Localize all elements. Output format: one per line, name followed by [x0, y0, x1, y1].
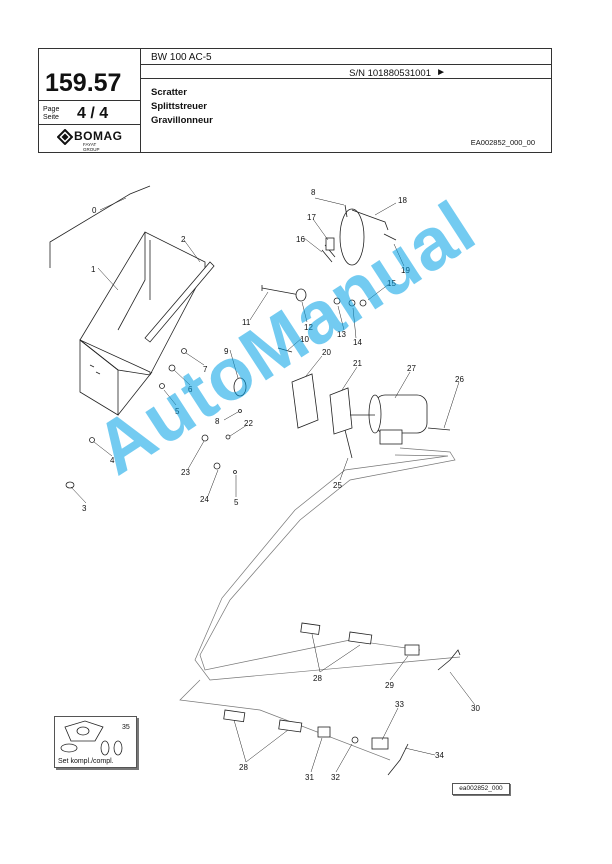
part-28a [300, 622, 321, 635]
part-pin-10 [277, 347, 293, 353]
serial-number: S/N 101880531001 [349, 68, 431, 79]
part-screw-26 [427, 427, 451, 431]
part-13 [333, 297, 341, 305]
part-5a [159, 383, 165, 389]
part-29 [404, 644, 420, 656]
part-15 [359, 299, 367, 307]
part-17 [325, 237, 335, 251]
callout-7: 7 [203, 365, 208, 374]
drawing-reference: ea002852_000 [452, 783, 510, 795]
bomag-logo: BOMAG FAYAT GROUP [56, 128, 122, 152]
part-33 [371, 737, 389, 750]
machine-outline [49, 185, 151, 268]
title-fr: Gravillonneur [151, 115, 213, 126]
callout-27: 27 [407, 364, 416, 373]
hose-route-1 [199, 447, 456, 671]
callout-0: 0 [92, 206, 97, 215]
callout-29: 29 [385, 681, 394, 690]
part-32 [351, 736, 359, 744]
callout-16: 16 [296, 235, 305, 244]
callout-17: 17 [307, 213, 316, 222]
bomag-diamond-icon [56, 128, 74, 146]
callout-5a: 5 [175, 407, 180, 416]
part-clamp-30 [437, 649, 461, 671]
set-kit-box: 35 Set kompl./compl. [54, 716, 137, 768]
callout-10: 10 [300, 335, 309, 344]
part-shaft [144, 261, 215, 343]
callout-31: 31 [305, 773, 314, 782]
part-19 [383, 233, 397, 241]
callout-3: 3 [82, 504, 87, 513]
callout-12: 12 [304, 323, 313, 332]
callout-30: 30 [471, 704, 480, 713]
part-28d [278, 719, 303, 733]
callout-34: 34 [435, 751, 444, 760]
callout-14: 14 [353, 338, 362, 347]
title-en: Scratter [151, 87, 187, 98]
hose-route-2 [194, 454, 461, 681]
part-8b [238, 409, 242, 413]
part-plate-21 [329, 387, 353, 435]
callout-35: 35 [122, 724, 130, 731]
callout-18: 18 [398, 196, 407, 205]
part-28c [223, 709, 246, 723]
part-7 [181, 348, 187, 354]
callout-20: 20 [322, 348, 331, 357]
callout-4: 4 [110, 456, 115, 465]
part-4 [89, 437, 95, 443]
callout-13: 13 [337, 330, 346, 339]
title-de: Splittstreuer [151, 101, 207, 112]
callout-24: 24 [200, 495, 209, 504]
part-clamp-34 [387, 743, 409, 776]
callout-21: 21 [353, 359, 362, 368]
model-name: BW 100 AC-5 [151, 52, 212, 63]
callout-1: 1 [91, 265, 96, 274]
gasket-set-icon: 35 [60, 720, 130, 756]
callout-26: 26 [455, 375, 464, 384]
part-24 [213, 462, 221, 470]
part-6 [168, 364, 176, 372]
part-motor-27 [350, 394, 428, 445]
page-label: Page Seite [43, 106, 60, 121]
set-label: Set kompl./compl. [58, 758, 114, 765]
callout-32: 32 [331, 773, 340, 782]
header-block: BW 100 AC-5 S/N 101880531001 ► 159.57 Pa… [38, 48, 552, 153]
callout-2: 2 [181, 235, 186, 244]
callout-25: 25 [333, 481, 342, 490]
callout-11: 11 [242, 318, 251, 327]
callout-8a: 8 [311, 188, 316, 197]
hose-route-3 [179, 679, 391, 761]
callout-22: 22 [244, 419, 253, 428]
callout-28a: 28 [313, 674, 322, 683]
part-31 [317, 726, 331, 738]
document-reference: EA002852_000_00 [470, 138, 535, 147]
part-pin-8 [344, 204, 348, 218]
callout-15: 15 [387, 279, 396, 288]
serial-arrow-icon[interactable]: ► [436, 67, 446, 78]
callout-19: 19 [401, 266, 410, 275]
callout-9: 9 [224, 347, 229, 356]
part-hopper [79, 231, 206, 416]
callout-23: 23 [181, 468, 190, 477]
part-22 [225, 434, 231, 440]
part-14 [348, 299, 356, 307]
part-plate-20 [291, 373, 319, 429]
part-25 [344, 429, 353, 459]
page-number: 4 / 4 [77, 105, 109, 122]
part-disc-18 [339, 208, 365, 266]
part-9 [233, 377, 247, 397]
part-3 [65, 481, 75, 489]
callout-33: 33 [395, 700, 404, 709]
part-12 [295, 288, 307, 302]
part-28b [348, 631, 373, 645]
group-number: 159.57 [45, 69, 122, 97]
part-23 [201, 434, 209, 442]
callout-6: 6 [188, 385, 193, 394]
part-5c [233, 470, 237, 474]
callout-5b: 5 [234, 498, 239, 507]
part-bolt-11 [261, 285, 301, 296]
callout-8b: 8 [215, 417, 220, 426]
callout-28b: 28 [239, 763, 248, 772]
